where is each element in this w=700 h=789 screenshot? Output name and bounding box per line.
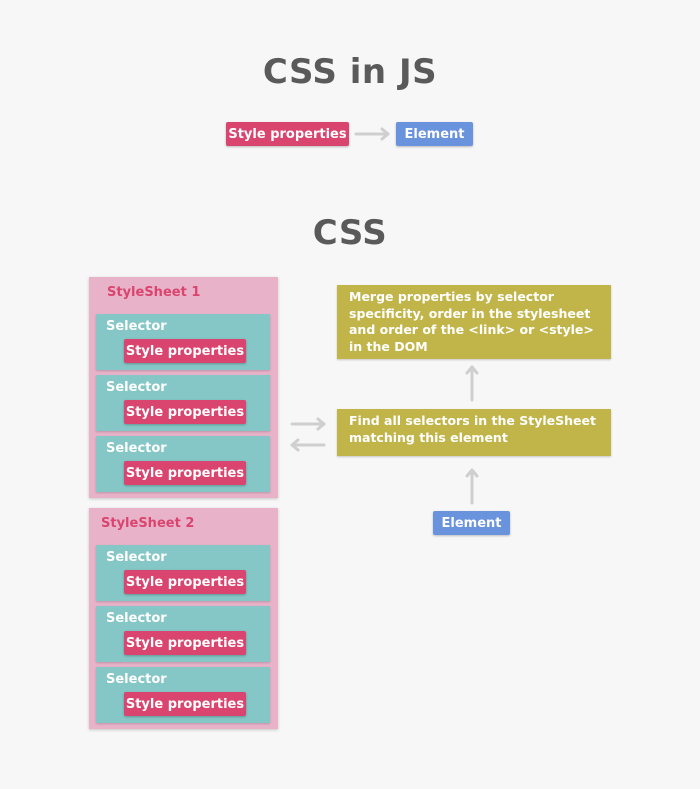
stylesheet-1-title: StyleSheet 1 xyxy=(107,285,201,300)
stylesheet-1: StyleSheet 1 Selector Style properties S… xyxy=(89,277,278,498)
arrow-up-icon xyxy=(465,365,479,402)
top-style-properties-box: Style properties xyxy=(226,122,349,146)
arrow-right-icon xyxy=(290,417,326,431)
find-selectors-box: Find all selectors in the StyleSheet mat… xyxy=(337,409,611,456)
stylesheet-2-title: StyleSheet 2 xyxy=(101,516,195,531)
style-properties-box: Style properties xyxy=(124,570,246,594)
stylesheet-2: StyleSheet 2 Selector Style properties S… xyxy=(89,508,278,729)
stylesheet-2-selector-1: Selector Style properties xyxy=(96,545,270,601)
style-properties-box: Style properties xyxy=(124,631,246,655)
stylesheet-1-selector-3: Selector Style properties xyxy=(96,436,270,492)
style-properties-box: Style properties xyxy=(124,461,246,485)
selector-label: Selector xyxy=(106,611,167,626)
arrow-right-icon xyxy=(354,127,390,141)
top-element-box: Element xyxy=(396,122,473,146)
arrow-left-icon xyxy=(290,438,326,452)
stylesheet-2-selector-2: Selector Style properties xyxy=(96,606,270,662)
style-properties-box: Style properties xyxy=(124,692,246,716)
css-element-box: Element xyxy=(433,511,510,535)
selector-label: Selector xyxy=(106,380,167,395)
css-in-js-title: CSS in JS xyxy=(262,52,438,92)
selector-label: Selector xyxy=(106,441,167,456)
selector-label: Selector xyxy=(106,550,167,565)
css-title: CSS xyxy=(312,213,388,253)
stylesheet-1-selector-2: Selector Style properties xyxy=(96,375,270,431)
selector-label: Selector xyxy=(106,319,167,334)
style-properties-box: Style properties xyxy=(124,400,246,424)
stylesheet-1-selector-1: Selector Style properties xyxy=(96,314,270,370)
arrow-up-icon xyxy=(465,468,479,505)
stylesheet-2-selector-3: Selector Style properties xyxy=(96,667,270,723)
style-properties-box: Style properties xyxy=(124,339,246,363)
merge-properties-box: Merge properties by selector specificity… xyxy=(337,285,611,359)
selector-label: Selector xyxy=(106,672,167,687)
